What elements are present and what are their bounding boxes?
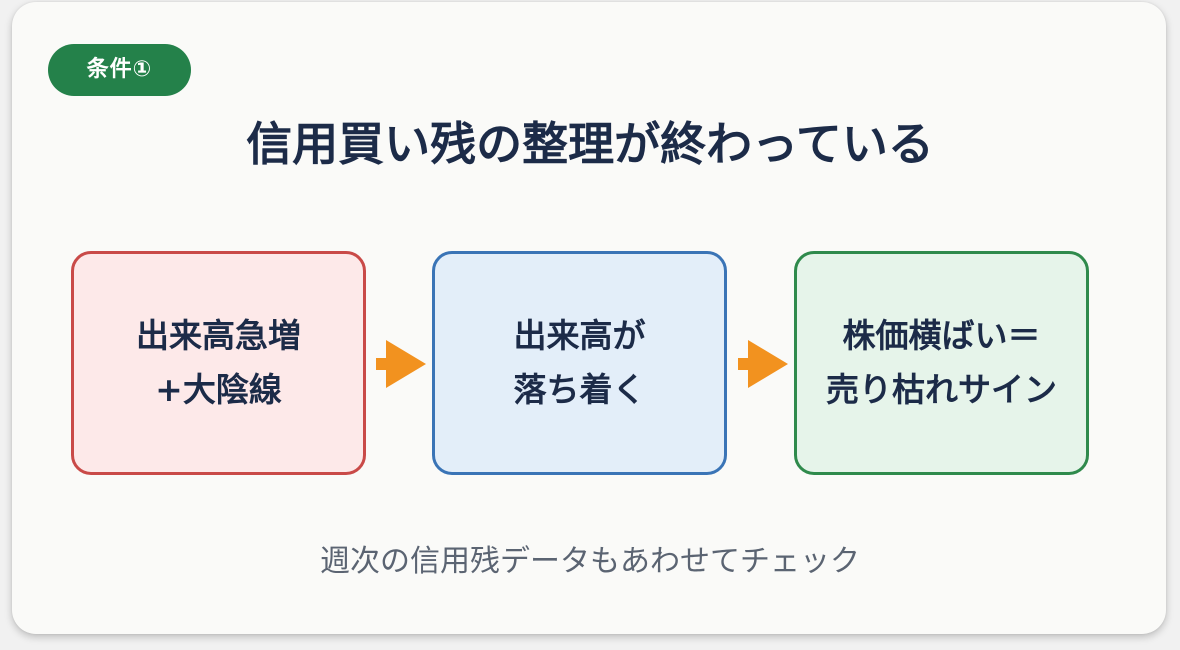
step-label: 出来高が 落ち着く [513, 316, 646, 409]
step-box-volume-surge: 出来高急増 +大陰線 [71, 251, 366, 475]
step-label: 株価横ばい＝ 売り枯れサイン [826, 316, 1057, 409]
step-box-sell-exhaustion: 株価横ばい＝ 売り枯れサイン [794, 251, 1089, 475]
footnote: 週次の信用残データもあわせてチェック [320, 544, 860, 579]
condition-badge: 条件① [48, 44, 191, 96]
arrow-right-icon [376, 340, 426, 388]
step-box-volume-calm: 出来高が 落ち着く [432, 251, 727, 475]
arrow-right-icon [738, 340, 788, 388]
step-label: 出来高急増 +大陰線 [136, 316, 301, 409]
page-title: 信用買い残の整理が終わっている [246, 117, 934, 171]
